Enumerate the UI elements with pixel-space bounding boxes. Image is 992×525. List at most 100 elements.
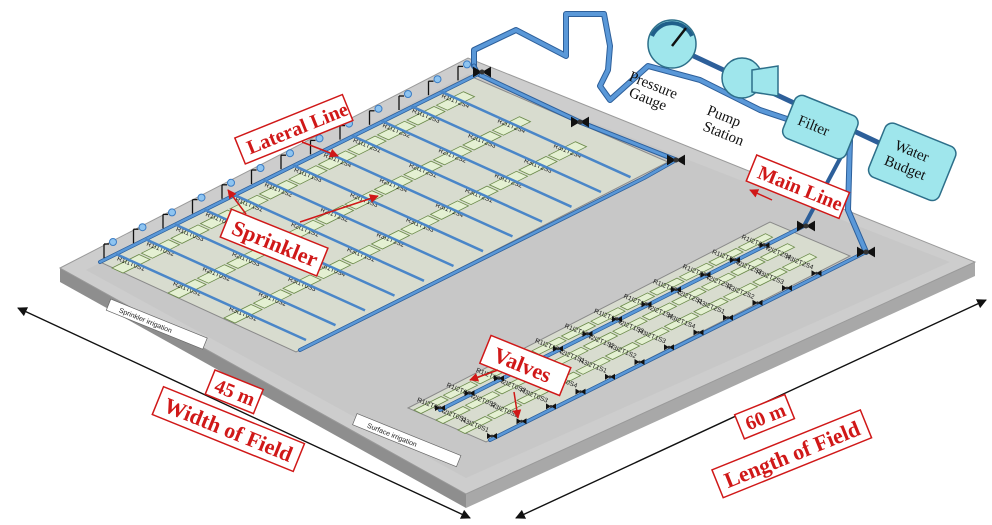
- plot-cell: R3I2T2S3: [752, 268, 788, 286]
- lateral-pipe: [292, 164, 484, 253]
- valve-hub: [815, 271, 818, 275]
- filter-box: [781, 94, 859, 160]
- pump-station: Pump Station: [701, 57, 779, 150]
- plot-cell: R3I2T2S4: [781, 253, 818, 272]
- valve-hub: [490, 434, 494, 438]
- lateral-pipe: [321, 149, 514, 238]
- plot-tile: [488, 170, 529, 191]
- plot-tile: [649, 277, 685, 296]
- valve-hub: [756, 301, 759, 305]
- valve-hub: [549, 405, 553, 408]
- valve-hub: [497, 377, 501, 380]
- sprinkler-top-edge-inner: [98, 72, 480, 264]
- plot-tile: [678, 262, 715, 281]
- plot-tile: [547, 141, 588, 161]
- valve-icon: [811, 270, 822, 277]
- sprinkler-spray-icon: [109, 238, 117, 246]
- plot-cell: R3I1T2S3: [518, 156, 558, 176]
- plot-cell: R2I1T1S1: [285, 219, 325, 240]
- plot-cell: R3I2T2S2: [722, 282, 759, 301]
- plot-tile: [314, 205, 355, 225]
- sprinkler-spray-icon: [433, 75, 442, 84]
- sprinkler-spray-icon: [168, 208, 176, 217]
- sprinkler-spray-icon: [315, 134, 324, 143]
- valve-hub: [733, 258, 737, 262]
- valve-icon: [487, 433, 497, 439]
- valve-hub: [863, 249, 869, 255]
- lateral-pipe: [410, 104, 602, 194]
- valve-hub: [674, 288, 678, 291]
- plot-cell: R2I2T2S3: [730, 258, 766, 276]
- plot-tile: [196, 264, 237, 284]
- water-budget-box: [867, 122, 957, 202]
- plot-cell: R3I1T1S3: [400, 215, 440, 235]
- valve-hub: [579, 390, 582, 393]
- valve-icon: [857, 246, 875, 258]
- plot-cell: R2I2T2S4: [759, 243, 796, 262]
- valve-hub: [645, 303, 648, 306]
- sprinkler-spray-icon: [374, 104, 383, 113]
- lateral-pipe: [380, 119, 573, 208]
- valve-hub: [608, 375, 612, 379]
- plot-cell: R2I1T2S2: [432, 145, 473, 166]
- valve-icon: [667, 154, 685, 166]
- equipment-chain: Pressure Gauge Pump Station Filter Water…: [627, 19, 957, 202]
- main-line-arrow: [749, 189, 773, 201]
- width-dimension-arrow: [17, 307, 471, 519]
- valve-icon: [759, 242, 770, 249]
- valve-hub: [615, 317, 619, 321]
- plot-tile: [781, 253, 818, 272]
- plot-tile: [341, 244, 381, 265]
- sprinkler-arrow-2: [299, 194, 379, 223]
- plot-tile: [252, 289, 293, 309]
- plot-cell: R3I1T2S2: [488, 170, 529, 191]
- plot-cell: R2I2T2S2: [700, 272, 737, 291]
- plot-tile: [518, 156, 558, 176]
- valve-hub: [638, 360, 641, 364]
- lateral-pipe: [262, 178, 455, 268]
- valve-icon: [671, 286, 681, 293]
- sprinkler-spray-icon: [286, 149, 294, 158]
- water-budget: Water Budget: [867, 122, 957, 202]
- valve-icon: [473, 66, 491, 78]
- lateral-pipe: [351, 134, 543, 223]
- valves-arrow-1: [469, 369, 499, 382]
- valve-icon: [494, 375, 504, 382]
- plot-cell: R3I1T0S3: [282, 274, 322, 294]
- sprinkler-spray-icon: [197, 193, 206, 202]
- plot-tile: [373, 175, 414, 195]
- sprinkler-spray-icon: [227, 178, 235, 187]
- sprinkler-spray-icon: [138, 223, 147, 232]
- plot-tile: [491, 116, 532, 136]
- lateral-pipe: [439, 90, 632, 179]
- plot-cell: R1I1T1S2: [258, 180, 299, 200]
- plot-tile: [759, 243, 796, 262]
- plot-tile: [432, 145, 473, 166]
- sprinkler-spray-icon: [404, 90, 412, 98]
- plot-cell: R2I1T2S4: [491, 116, 532, 136]
- plot-tile: [722, 282, 759, 301]
- filter: Filter: [781, 94, 859, 160]
- valve-hub: [479, 69, 485, 75]
- plot-cell: R3I1T0S4: [311, 259, 352, 280]
- plot-tile: [700, 272, 737, 291]
- valve-icon: [797, 220, 815, 232]
- valve-hub: [803, 223, 809, 229]
- plot-cell: R2I1T1S4: [373, 175, 414, 195]
- valve-hub: [577, 119, 583, 125]
- lateral-pipe: [174, 223, 366, 312]
- sprinkler-arrow-1: [227, 189, 247, 215]
- valve-hub: [667, 345, 671, 349]
- plot-tile: [400, 215, 440, 235]
- sprinkler-spray-icon: [256, 164, 265, 172]
- plot-tile: [752, 268, 788, 286]
- valve-hub: [520, 419, 523, 423]
- plot-tile: [708, 248, 744, 266]
- valve-hub: [726, 316, 730, 319]
- valve-hub: [468, 391, 471, 395]
- lateral-pipe: [233, 193, 425, 282]
- valve-hub: [673, 157, 679, 163]
- valve-icon: [782, 285, 792, 291]
- plot-tile: [167, 279, 207, 299]
- plot-cell: R3I1T2S4: [547, 141, 588, 161]
